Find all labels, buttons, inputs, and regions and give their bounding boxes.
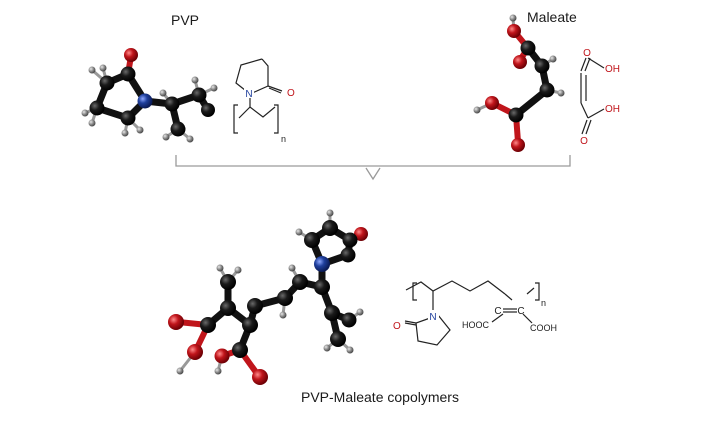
copolymer-subscript-n: n [541,298,546,308]
pvp-3d-model [81,48,218,143]
maleate-oh-top: OH [605,64,620,75]
pvp-n-mask [244,88,254,98]
copolymer-structure [404,280,540,346]
pvp-label: PVP [171,12,200,28]
copolymer-o-atom: O [393,321,401,332]
maleate-oh-bottom: OH [605,104,620,115]
pvp-n-atom: N [245,89,252,100]
copolymer-n-mask [428,311,439,321]
copolymer-3d-model [168,209,368,385]
combination-bracket-arrow [175,155,571,181]
copolymer-cooh: COOH [530,323,557,333]
copolymer-double-bond [503,308,517,313]
maleate-structure [580,57,605,135]
copolymer-c-right: C [517,306,524,317]
maleate-o-top: O [583,48,591,59]
pvp-o-atom: O [287,88,295,99]
maleate-label: Maleate [527,9,577,25]
maleate-o-bottom: O [580,136,588,147]
copolymer-c-left: C [494,306,501,317]
pvp-structure [233,58,283,134]
copolymer-hooc: HOOC [462,320,490,330]
copolymer-label: PVP-Maleate copolymers [301,389,459,405]
maleate-3d-model [473,14,565,152]
copolymer-n-atom: N [429,312,436,323]
pvp-subscript-n: n [281,134,286,144]
